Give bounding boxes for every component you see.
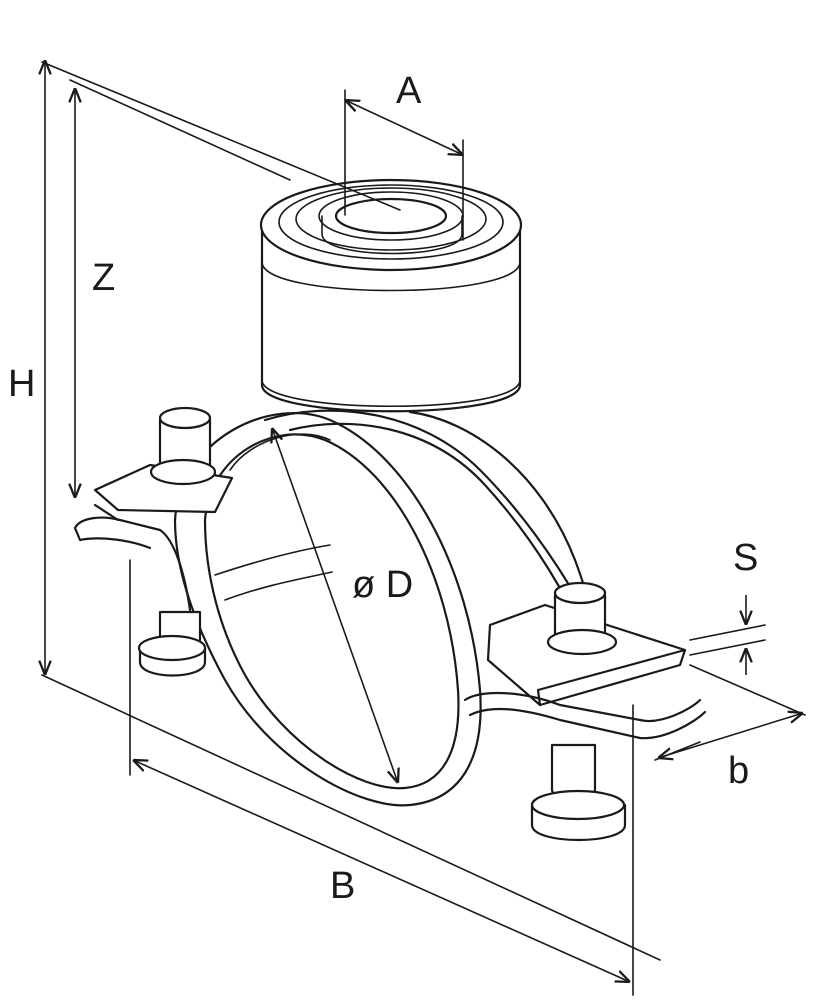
threaded-insert	[259, 178, 523, 413]
left-flange	[73, 406, 234, 677]
label-s: S	[733, 537, 758, 579]
dimension-lines	[42, 60, 806, 996]
label-z: Z	[92, 257, 115, 299]
left-bolt	[137, 406, 217, 677]
clamp-ring	[173, 411, 482, 807]
label-diameter: ø D	[352, 564, 413, 606]
label-b-width: b	[728, 750, 749, 792]
label-b-length: B	[330, 865, 355, 907]
label-h: H	[8, 363, 35, 405]
label-a: A	[396, 70, 422, 112]
right-flange	[463, 581, 707, 842]
